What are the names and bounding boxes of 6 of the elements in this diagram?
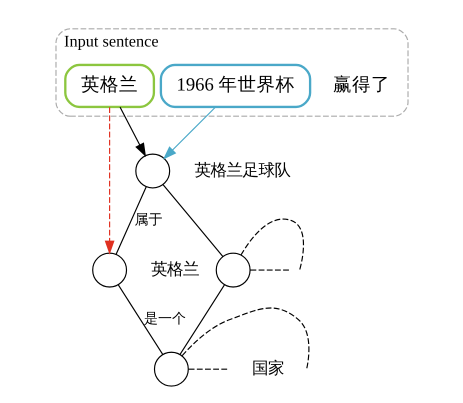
- edge-label: 是一个: [143, 312, 186, 328]
- node-label: 英格兰: [150, 259, 198, 278]
- edge-label: 属于: [134, 213, 162, 228]
- label: 赢得了: [332, 74, 390, 96]
- node-label: 英格兰足球队: [194, 160, 290, 180]
- node-label: 国家: [252, 358, 284, 378]
